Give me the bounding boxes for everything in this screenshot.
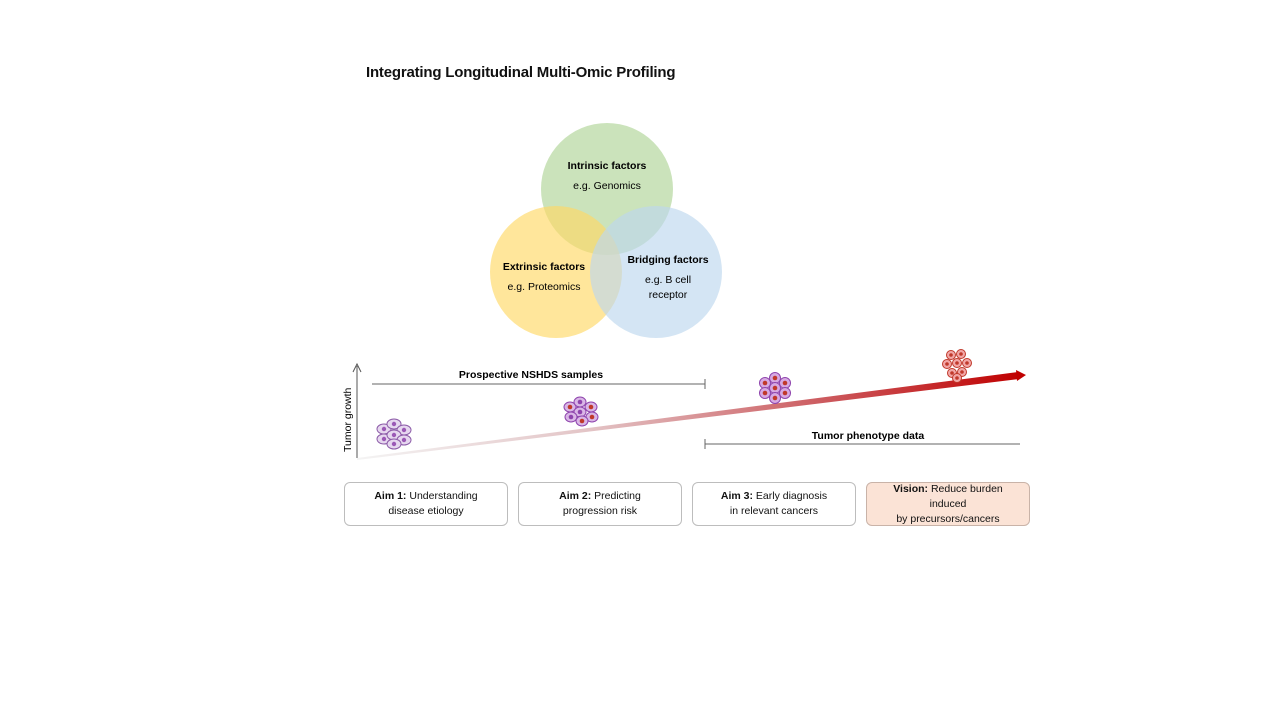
extrinsic-example: e.g. Proteomics xyxy=(508,281,581,293)
bridging-heading: Bridging factors xyxy=(627,254,708,266)
vision-line1: Reduce burden induced xyxy=(928,482,1003,510)
tumor-growth-axis: Tumor growth xyxy=(342,362,362,458)
phenotype-data-bracket: Tumor phenotype data xyxy=(704,430,1020,449)
cell-cluster-icon xyxy=(759,372,791,404)
intrinsic-heading: Intrinsic factors xyxy=(568,160,647,172)
venn-circle-bridging xyxy=(590,206,722,338)
vision-line2: by precursors/cancers xyxy=(896,512,1000,525)
aim-1-box: Aim 1: Understanding disease etiology xyxy=(344,482,508,526)
cell-cluster-icon xyxy=(942,349,972,383)
venn-circle-extrinsic xyxy=(490,206,622,338)
prospective-samples-bracket: Prospective NSHDS samples xyxy=(372,369,706,389)
aim-1-line2: disease etiology xyxy=(388,505,464,517)
aim-3-line2: in relevant cancers xyxy=(729,505,819,517)
vision-box: Vision: Reduce burden induced by precurs… xyxy=(866,482,1030,526)
intrinsic-example: e.g. Genomics xyxy=(573,180,641,192)
venn-diagram: Intrinsic factors e.g. Genomics Extrinsi… xyxy=(490,123,722,338)
prospective-label: Prospective NSHDS samples xyxy=(459,369,603,381)
cell-cluster-icon xyxy=(563,396,599,427)
aim-2-key: Aim 2: xyxy=(559,490,592,502)
diagram-title: Integrating Longitudinal Multi-Omic Prof… xyxy=(366,64,676,81)
phenotype-label: Tumor phenotype data xyxy=(812,430,925,442)
bridging-example-line2: receptor xyxy=(649,289,688,301)
aim-3-box: Aim 3: Early diagnosis in relevant cance… xyxy=(692,482,856,526)
aim-1-line1: Understanding xyxy=(406,490,478,502)
bridging-example-line1: e.g. B cell xyxy=(645,274,691,286)
growth-arrow xyxy=(357,370,1026,460)
vision-key: Vision: xyxy=(893,482,929,495)
aim-2-box: Aim 2: Predicting progression risk xyxy=(518,482,682,526)
y-axis-label: Tumor growth xyxy=(342,387,354,452)
aim-3-key: Aim 3: xyxy=(720,490,753,502)
aim-2-line1: Predicting xyxy=(591,490,641,502)
aim-3-line1: Early diagnosis xyxy=(752,490,828,502)
extrinsic-heading: Extrinsic factors xyxy=(503,261,585,273)
aim-1-key: Aim 1: xyxy=(374,490,407,502)
cell-cluster-icon xyxy=(376,418,412,450)
aim-2-line2: progression risk xyxy=(562,505,638,517)
